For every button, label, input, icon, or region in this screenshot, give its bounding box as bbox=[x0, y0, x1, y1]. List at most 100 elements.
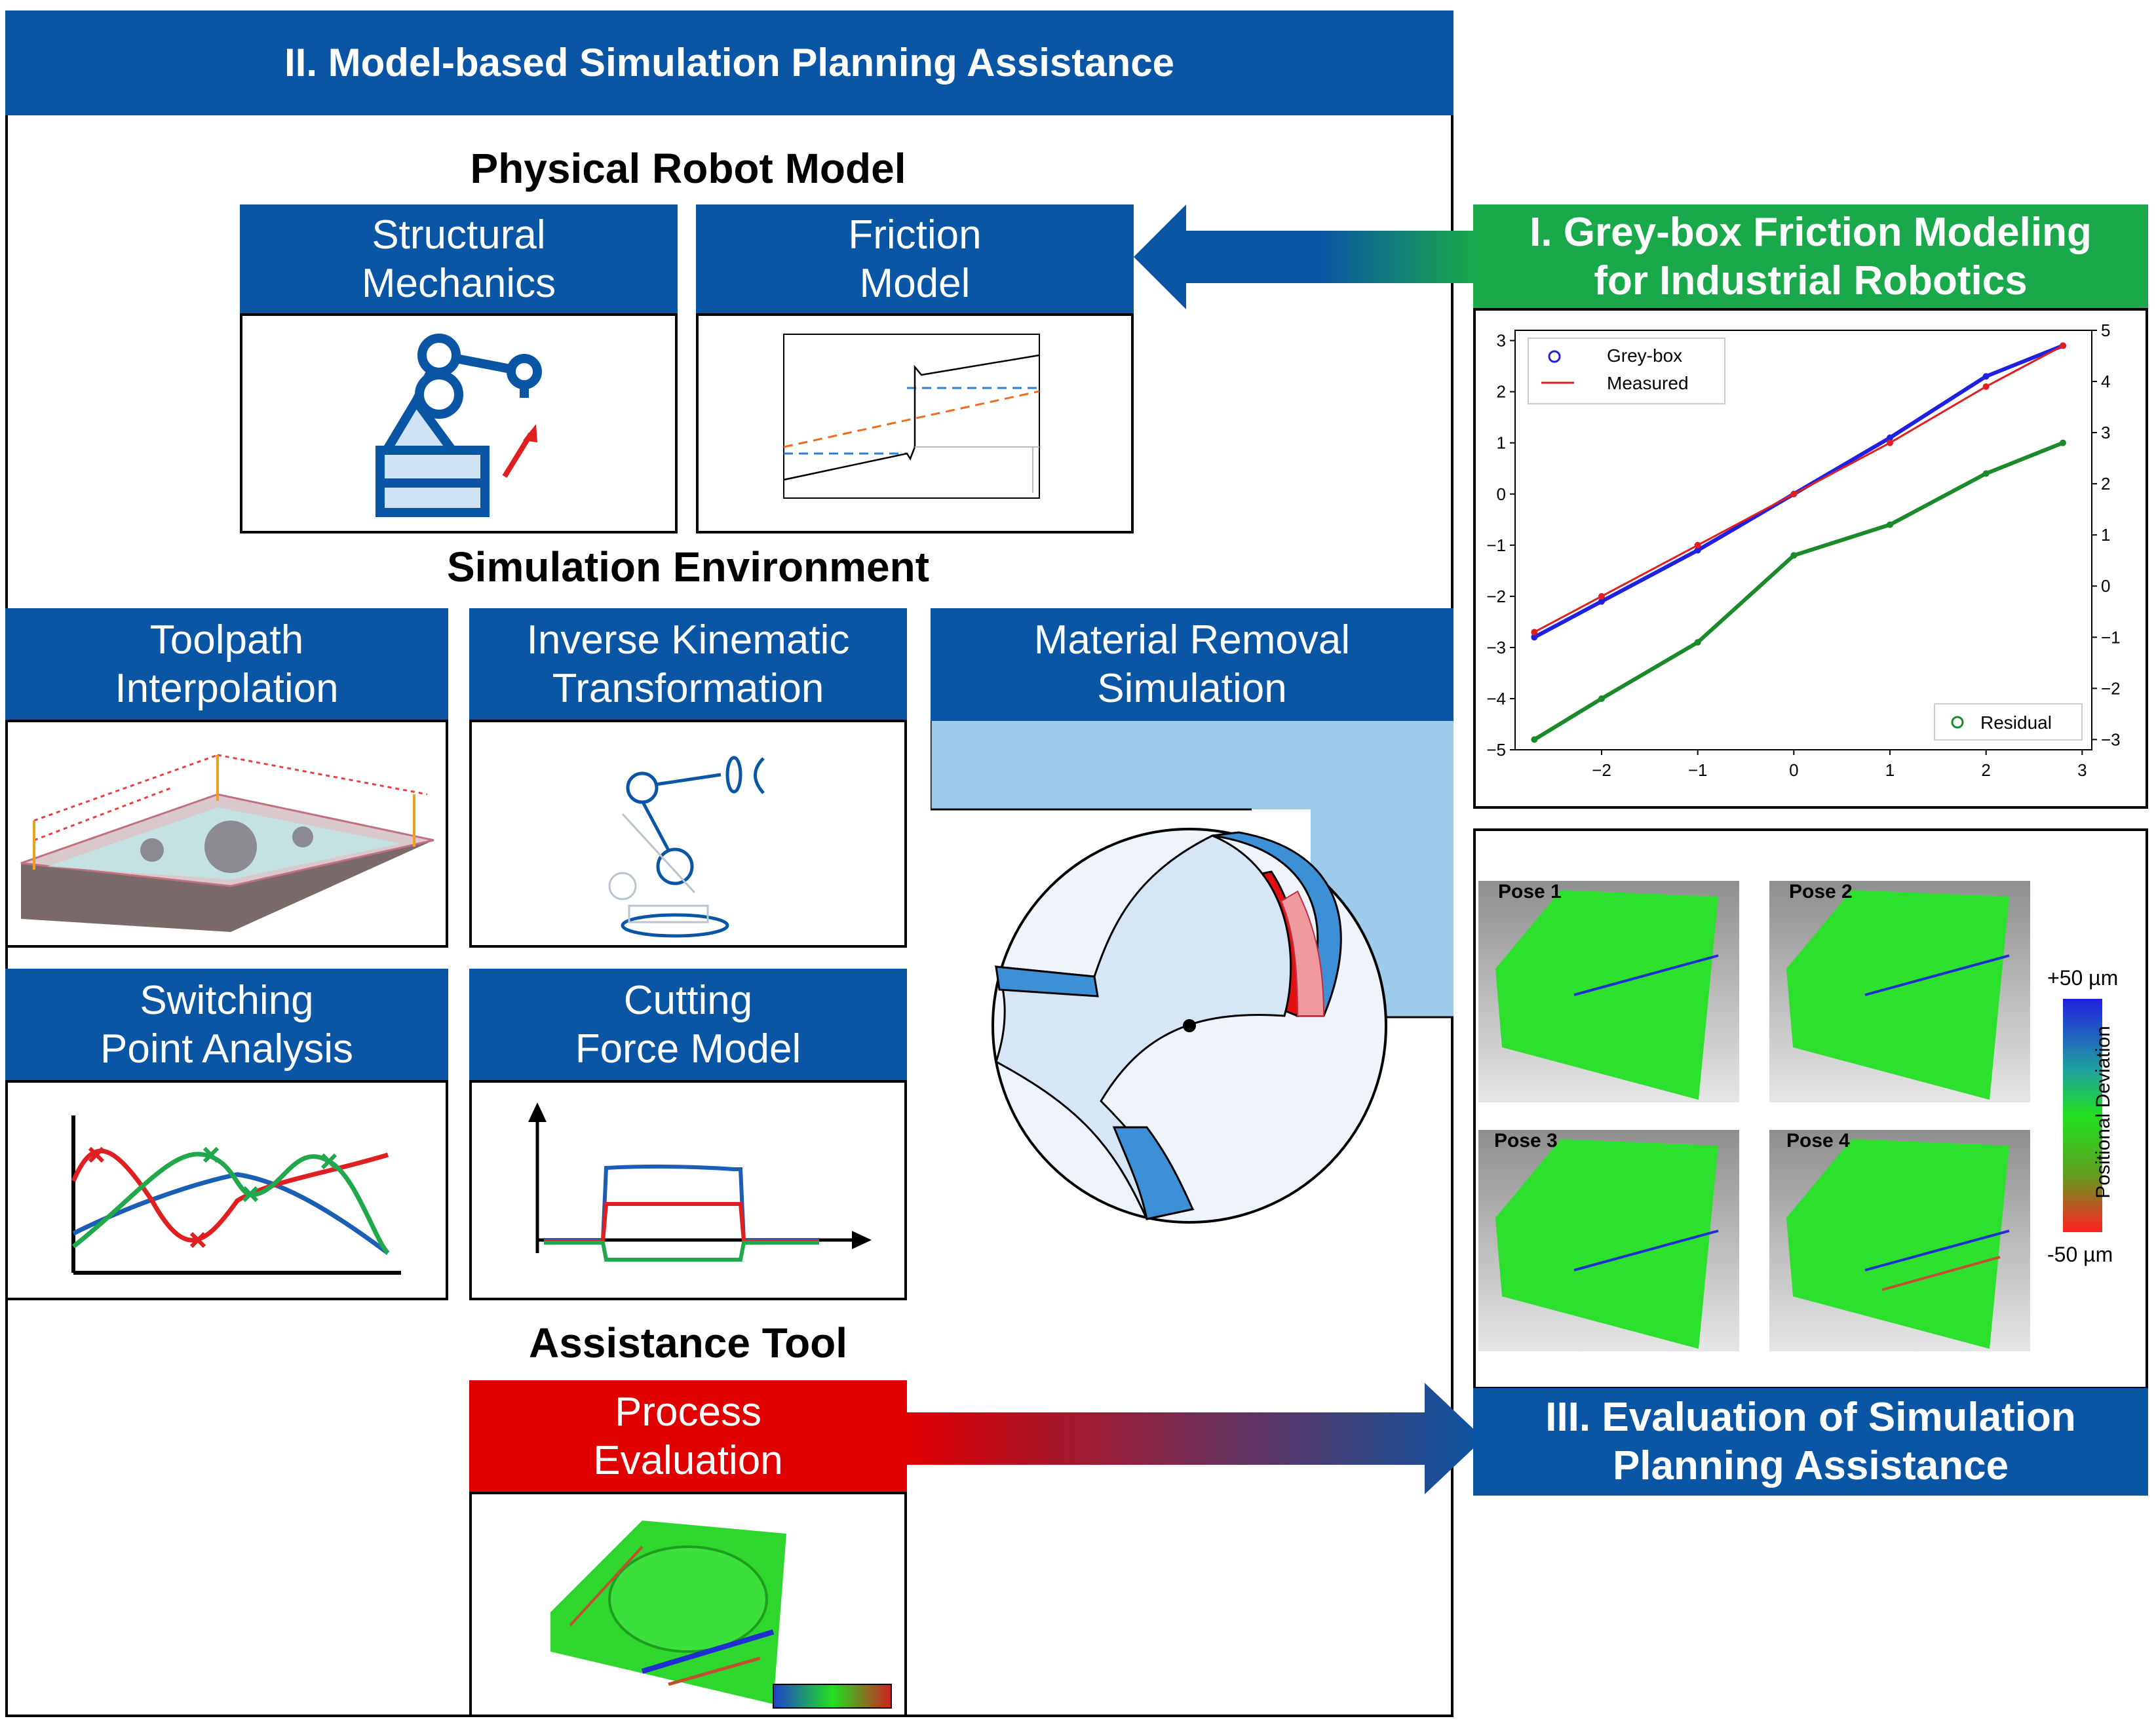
y-right-tick-label: 4 bbox=[2101, 372, 2110, 391]
pose-2-label: Pose 2 bbox=[1789, 881, 1853, 902]
toolpath-render bbox=[20, 754, 434, 932]
y-left-tick-label: −1 bbox=[1486, 535, 1506, 555]
toolpath-box bbox=[5, 720, 448, 948]
friction-panel-title: I. Grey-box Friction Modeling for Indust… bbox=[1473, 204, 2148, 309]
legend-measured-label: Measured bbox=[1607, 373, 1689, 393]
material-removal-illustration bbox=[931, 721, 1453, 1224]
series-grey-box-point bbox=[1694, 547, 1701, 554]
y-right-tick-label: −1 bbox=[2101, 627, 2121, 647]
legend-greybox-label: Grey-box bbox=[1607, 345, 1682, 366]
series-residual-point bbox=[1598, 695, 1605, 702]
y-left-tick-label: 1 bbox=[1497, 433, 1506, 453]
cutting-force-plot bbox=[528, 1102, 872, 1262]
pose-1-render bbox=[1478, 881, 1739, 1102]
robot-kinematic-icon bbox=[608, 756, 765, 938]
series-measured-point bbox=[2060, 342, 2066, 349]
legend-box-top bbox=[1528, 338, 1725, 404]
process-evaluation-box bbox=[469, 1492, 907, 1717]
process-evaluation-header: Process Evaluation bbox=[469, 1380, 907, 1493]
series-residual-point bbox=[2060, 439, 2066, 446]
series-residual-point bbox=[1694, 639, 1701, 646]
y-left-tick-label: 0 bbox=[1497, 484, 1506, 504]
colorbar-axis-label: Positional Deviation bbox=[2092, 1026, 2114, 1199]
y-right-tick-label: −3 bbox=[2101, 729, 2121, 749]
pose-4-render bbox=[1769, 1130, 2030, 1351]
series-grey-box-point bbox=[1887, 434, 1893, 441]
legend-residual-label: Residual bbox=[1980, 712, 2052, 733]
series-measured-point bbox=[1982, 383, 1990, 390]
series-residual-point bbox=[1887, 521, 1893, 528]
structural-mechanics-box bbox=[240, 313, 678, 533]
pose-1-label: Pose 1 bbox=[1498, 881, 1562, 902]
series-measured-point bbox=[1531, 629, 1538, 636]
series-grey-box-point bbox=[1982, 373, 1990, 380]
structural-mechanics-header: Structural Mechanics bbox=[240, 204, 678, 315]
y-right-tick-label: 0 bbox=[2101, 576, 2110, 596]
friction-model-label: Friction Model bbox=[848, 212, 982, 306]
x-tick-label: −2 bbox=[1592, 760, 1611, 780]
friction-arrow bbox=[1134, 204, 1474, 309]
x-tick-label: 3 bbox=[2077, 760, 2087, 780]
series-measured-point bbox=[1598, 592, 1605, 600]
switching-header: Switching Point Analysis bbox=[5, 969, 448, 1081]
y-right-tick-label: 5 bbox=[2101, 320, 2110, 340]
y-left-tick-label: −3 bbox=[1486, 638, 1506, 657]
colorbar-bottom-label: -50 µm bbox=[2047, 1243, 2113, 1266]
series-residual-point bbox=[1531, 736, 1538, 743]
friction-model-header: Friction Model bbox=[696, 204, 1134, 315]
x-tick-label: 2 bbox=[1981, 760, 1990, 780]
friction-model-box bbox=[696, 313, 1134, 533]
pose-3-label: Pose 3 bbox=[1494, 1130, 1558, 1152]
toolpath-header: Toolpath Interpolation bbox=[5, 608, 448, 721]
series-residual-point bbox=[1790, 552, 1798, 559]
switching-point-plot bbox=[71, 1115, 401, 1275]
evaluation-panel-title: III. Evaluation of Simulation Planning A… bbox=[1473, 1388, 2148, 1496]
evaluation-arrow bbox=[907, 1383, 1484, 1494]
y-right-tick-label: 1 bbox=[2101, 525, 2110, 545]
series-grey-box-point bbox=[1531, 634, 1538, 641]
y-right-tick-label: 2 bbox=[2101, 474, 2110, 494]
series-residual-point bbox=[1982, 470, 1990, 477]
x-tick-label: −1 bbox=[1688, 760, 1708, 780]
inverse-kinematic-box bbox=[469, 720, 907, 948]
assistance-heading: Assistance Tool bbox=[528, 1319, 848, 1366]
series-measured-point bbox=[1694, 541, 1701, 549]
structural-mechanics-label: Structural Mechanics bbox=[361, 212, 556, 306]
main-panel-title-text: II. Model-based Simulation Planning Assi… bbox=[284, 41, 1175, 85]
pose-3-render bbox=[1478, 1130, 1739, 1351]
y-left-tick-label: −2 bbox=[1486, 587, 1506, 606]
pose-renders bbox=[1478, 881, 2102, 1351]
process-evaluation-label: Process Evaluation bbox=[593, 1389, 783, 1483]
legend-box-bottom bbox=[1934, 703, 2083, 741]
material-removal-label: Material Removal Simulation bbox=[1033, 617, 1351, 711]
material-removal-header: Material Removal Simulation bbox=[931, 608, 1453, 721]
series-measured-point bbox=[1887, 439, 1893, 446]
cutting-force-box bbox=[469, 1080, 907, 1300]
physical-model-heading: Physical Robot Model bbox=[470, 145, 906, 192]
legend-greybox-marker bbox=[1548, 350, 1561, 363]
process-evaluation-render bbox=[550, 1521, 892, 1709]
switching-label: Switching Point Analysis bbox=[100, 977, 353, 1072]
x-tick-label: 1 bbox=[1885, 760, 1895, 780]
switching-box bbox=[5, 1080, 448, 1300]
friction-panel-title-text: I. Grey-box Friction Modeling for Indust… bbox=[1530, 209, 2092, 303]
y-left-tick-label: −5 bbox=[1486, 740, 1506, 760]
colorbar-top-label: +50 µm bbox=[2047, 966, 2119, 990]
cutting-force-label: Cutting Force Model bbox=[575, 977, 801, 1072]
colorbar bbox=[2063, 999, 2102, 1232]
y-right-tick-label: 3 bbox=[2101, 423, 2110, 442]
robot-arm-icon bbox=[375, 334, 542, 517]
y-left-tick-label: −4 bbox=[1486, 689, 1506, 708]
y-left-tick-label: 3 bbox=[1497, 331, 1506, 351]
y-left-tick-label: 2 bbox=[1497, 382, 1506, 402]
legend-residual-marker bbox=[1951, 716, 1964, 729]
main-panel-title: II. Model-based Simulation Planning Assi… bbox=[5, 10, 1453, 115]
cutting-force-header: Cutting Force Model bbox=[469, 969, 907, 1081]
pose-2-render bbox=[1769, 881, 2030, 1102]
simulation-heading: Simulation Environment bbox=[446, 543, 930, 591]
series-grey-box-point bbox=[1598, 598, 1605, 605]
friction-curve-plot bbox=[783, 334, 1040, 499]
toolpath-label: Toolpath Interpolation bbox=[115, 617, 339, 711]
